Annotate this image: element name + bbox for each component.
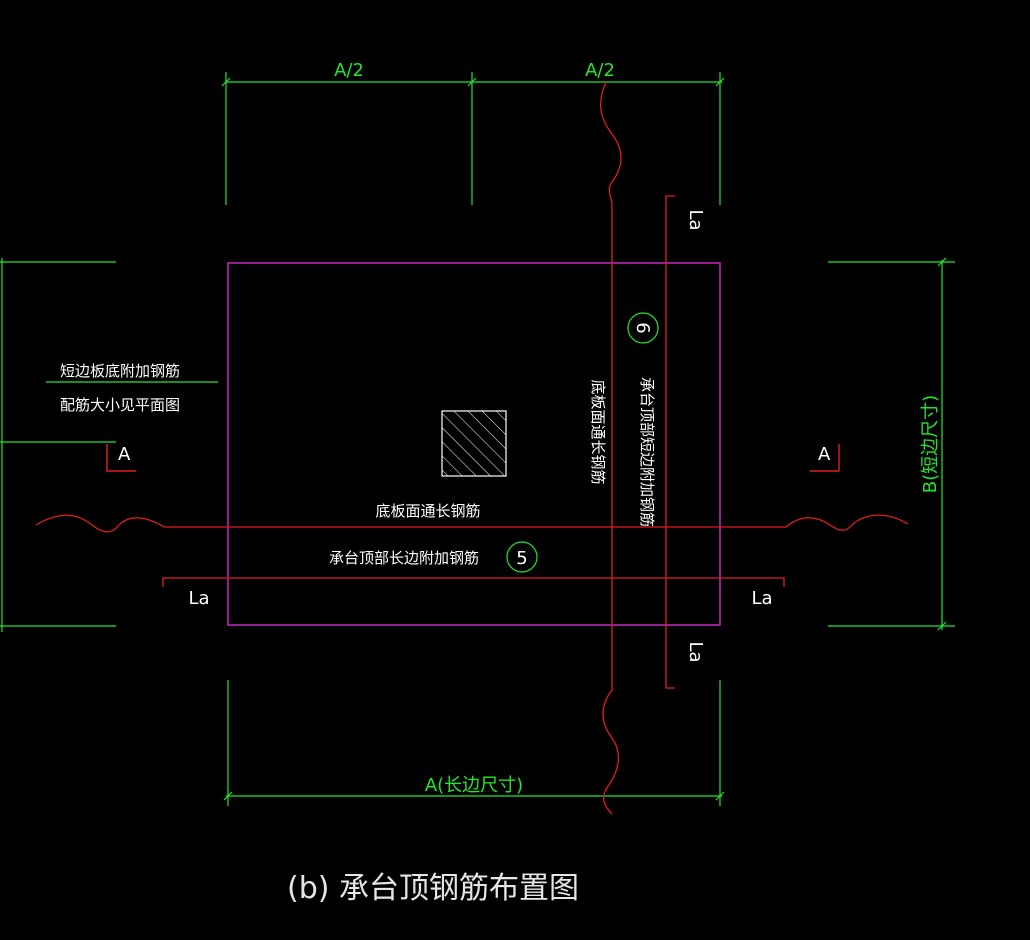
rebar-mark-6: 6 [632, 322, 653, 333]
h-rebar-through-label: 底板面通长钢筋 [375, 502, 480, 520]
rebar-mark-6-circle [627, 312, 659, 344]
section-label-right: A [818, 444, 831, 465]
dim-short-side: B(短边尺寸) [920, 395, 941, 493]
v-rebar-additional-label: 承台顶部短边附加钢筋 [638, 377, 656, 527]
dim-half-a-left: A/2 [334, 60, 364, 81]
dim-half-a-right: A/2 [585, 60, 615, 81]
left-dimension [0, 258, 218, 632]
h-rebar-additional-label: 承台顶部长边附加钢筋 [329, 549, 479, 567]
section-marker-left [106, 444, 136, 472]
right-dimension [828, 257, 955, 631]
note-line-1: 短边板底附加钢筋 [60, 362, 180, 380]
section-marker-right [810, 444, 840, 472]
anchor-label-left: La [188, 588, 209, 609]
column-hatched [441, 410, 507, 477]
v-additional-rebar [665, 195, 675, 689]
anchor-label-right: La [751, 588, 772, 609]
pile-cap-outline [227, 262, 721, 626]
rebar-mark-5-circle [506, 541, 538, 573]
figure-caption: (b) 承台顶钢筋布置图 [287, 871, 579, 906]
note-line-2: 配筋大小见平面图 [60, 396, 180, 414]
h-through-rebar [35, 514, 909, 533]
v-through-rebar [600, 81, 622, 815]
h-additional-rebar [162, 577, 785, 587]
section-label-left: A [118, 444, 131, 465]
rebar-mark-5: 5 [516, 548, 527, 569]
anchor-label-bottom: La [685, 641, 706, 662]
anchor-label-top: La [685, 209, 706, 230]
v-rebar-through-label: 底板面通长钢筋 [589, 379, 607, 484]
dim-long-side: A(长边尺寸) [425, 775, 523, 796]
top-dimension [221, 72, 725, 205]
bottom-dimension [223, 680, 725, 806]
